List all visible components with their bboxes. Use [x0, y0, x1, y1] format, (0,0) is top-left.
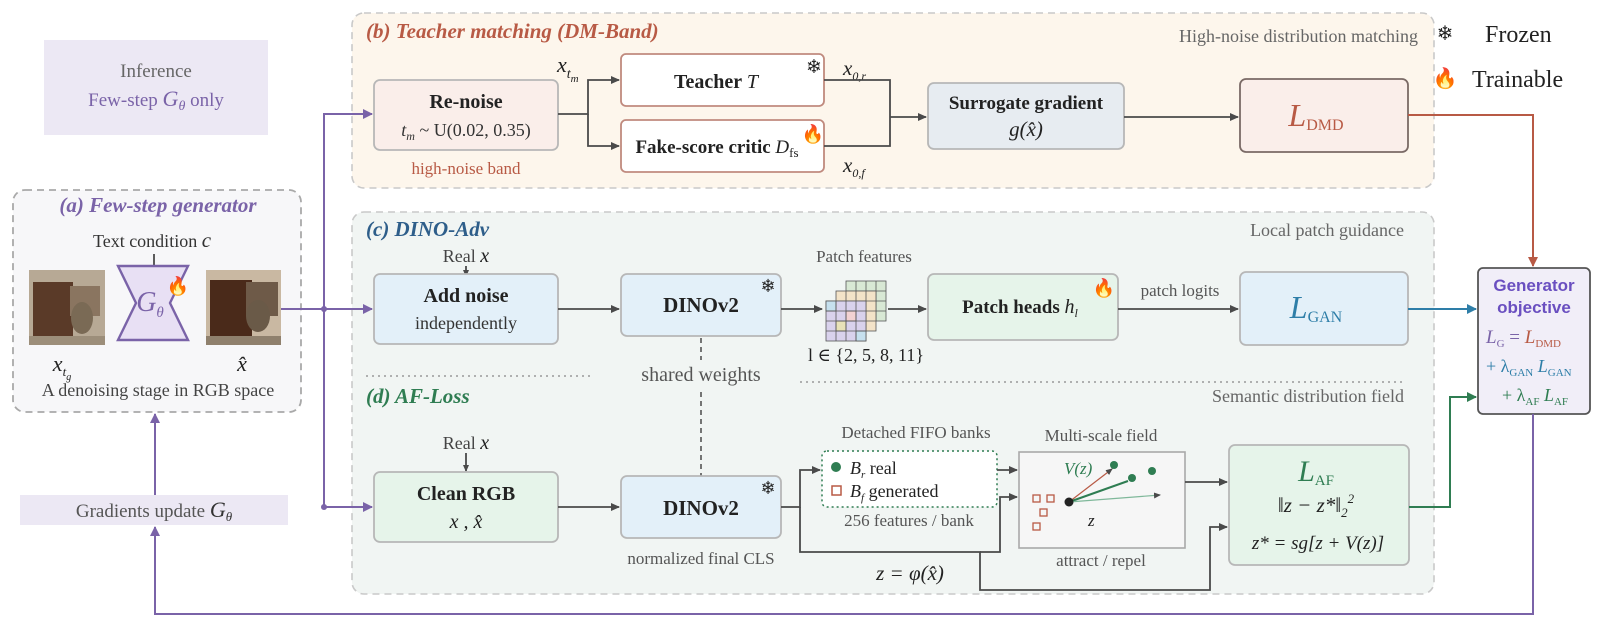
- panel-d-note: Semantic distribution field: [1212, 386, 1404, 406]
- dino-label-c: DINOv2: [663, 293, 739, 317]
- panel-d-title: (d) AF-Loss: [366, 384, 470, 408]
- panel-d-real-x: Real x: [443, 432, 490, 454]
- zstar-formula: z* = sg[z + V(z)]: [1251, 533, 1384, 554]
- critic-flame-icon: 🔥: [802, 123, 824, 144]
- surrogate-box: [927, 82, 1125, 150]
- dmd-to-objective: [1408, 114, 1538, 267]
- fifo-box: [821, 450, 998, 508]
- field-z-label: z: [1087, 511, 1095, 530]
- panel-c-title: (c) DINO-Adv: [366, 217, 490, 241]
- gradient-feedback-line: [150, 414, 1534, 615]
- patch-logits-label: patch logits: [1141, 281, 1220, 300]
- af-loss-box: [1228, 444, 1410, 566]
- field-title: Multi-scale field: [1045, 426, 1158, 445]
- bank-caption: 256 features / bank: [844, 511, 974, 530]
- field-caption: attract / repel: [1056, 551, 1146, 570]
- teacher-title: Teacher T: [674, 71, 760, 93]
- dino-d-caption: normalized final CLS: [627, 549, 774, 568]
- text-condition-label: Text condition c: [93, 228, 212, 252]
- inference-note: Few-step Gθ only: [88, 86, 224, 114]
- af-loss-label: LAF: [1297, 455, 1334, 489]
- panel-b-title: (b) Teacher matching (DM-Band): [366, 19, 659, 43]
- objective-eq-3: + λAF LAF: [1502, 385, 1568, 408]
- generated-bank-icon: [831, 485, 842, 496]
- patch-heads-flame-icon: 🔥: [1093, 277, 1115, 298]
- z-to-field: [980, 493, 1018, 553]
- objective-eq-1: LG = LDMD: [1485, 327, 1561, 350]
- dmd-loss-box: [1239, 78, 1409, 153]
- z-formula: z = φ(x̂): [875, 561, 944, 585]
- renoise-box: [373, 79, 559, 151]
- objective-title-2: objective: [1497, 298, 1571, 317]
- x0f-label: x0,f: [842, 153, 866, 180]
- panel-a-title: (a) Few-step generator: [59, 193, 257, 217]
- snowflake-icon: ❄: [1437, 23, 1454, 45]
- generator-flame-icon: 🔥: [167, 275, 189, 296]
- panel-c-note: Local patch guidance: [1250, 220, 1404, 240]
- critic-to-merge: [824, 117, 891, 147]
- objective-title-1: Generator: [1493, 276, 1575, 295]
- patch-features-icon: [825, 280, 887, 342]
- legend-frozen-label: Frozen: [1485, 22, 1552, 48]
- clean-rgb-sub: x , x̂: [449, 511, 483, 533]
- output-image: [206, 270, 281, 345]
- renoise-formula: tm ~ U(0.02, 0.35): [401, 120, 530, 143]
- dino-to-fifo: [781, 466, 821, 508]
- field-vz-label: V(z): [1064, 459, 1093, 478]
- branch-dot-2: [321, 504, 327, 510]
- gradients-label: Gradients update Gθ: [76, 497, 233, 524]
- legend-trainable-label: Trainable: [1472, 67, 1563, 93]
- dino-label-d: DINOv2: [663, 496, 739, 520]
- renoise-to-critic: [587, 114, 620, 150]
- inference-box: [44, 40, 268, 135]
- shared-weights-label: shared weights: [641, 364, 761, 386]
- dino-c-snowflake-icon: ❄: [760, 276, 775, 296]
- dino-d-snowflake-icon: ❄: [760, 478, 775, 498]
- fifo-title: Detached FIFO banks: [841, 423, 990, 442]
- renoise-title: Re-noise: [429, 91, 502, 113]
- surrogate-formula: g(x̂): [1009, 117, 1043, 141]
- flame-icon: 🔥: [1433, 66, 1458, 90]
- surrogate-title: Surrogate gradient: [949, 93, 1104, 114]
- dino-to-z: [799, 507, 1228, 591]
- gan-loss-label: LGAN: [1289, 289, 1343, 326]
- input-label: xtg: [52, 351, 71, 383]
- dmd-loss-label: LDMD: [1287, 97, 1343, 134]
- renoise-caption: high-noise band: [411, 159, 521, 178]
- clean-rgb-title: Clean RGB: [417, 483, 515, 505]
- patch-heads-title: Patch heads hl: [962, 296, 1078, 320]
- generated-bank-label: Bf generated: [850, 481, 939, 504]
- real-bank-label: Br real: [850, 458, 897, 481]
- panel-a-caption: A denoising stage in RGB space: [42, 380, 274, 400]
- af-loss-norm: ‖z − z*‖22: [1278, 491, 1355, 520]
- patch-heads-box: [927, 273, 1119, 341]
- teacher-to-merge: [824, 79, 891, 117]
- panel-c-real-x: Real x: [443, 245, 490, 267]
- output-label: x̂: [236, 351, 247, 376]
- renoise-to-split: [558, 76, 620, 115]
- xtm-label: xtm: [556, 52, 579, 85]
- patch-features-label: Patch features: [816, 247, 912, 266]
- gen-to-renoise: [323, 109, 373, 309]
- branch-dot-1: [321, 306, 327, 312]
- addnoise-sub: independently: [415, 313, 517, 333]
- af-to-objective: [1409, 392, 1477, 508]
- input-image: [29, 270, 105, 345]
- addnoise-title: Add noise: [423, 285, 508, 307]
- objective-eq-2: + λGAN LGAN: [1486, 356, 1572, 379]
- layers-label: l ∈ {2, 5, 8, 11}: [808, 345, 924, 365]
- field-icon: [1032, 461, 1161, 531]
- real-bank-icon: [831, 462, 841, 472]
- critic-title: Fake-score critic Dfs: [635, 137, 798, 160]
- generator-block: [116, 264, 190, 342]
- panel-b-note: High-noise distribution matching: [1179, 26, 1418, 46]
- gradients-box: [20, 495, 288, 525]
- generator-symbol: Gθ: [136, 287, 164, 321]
- dino-box-c: [620, 273, 782, 337]
- teacher-snowflake-icon: ❄: [806, 57, 822, 78]
- inference-label: Inference: [120, 61, 192, 82]
